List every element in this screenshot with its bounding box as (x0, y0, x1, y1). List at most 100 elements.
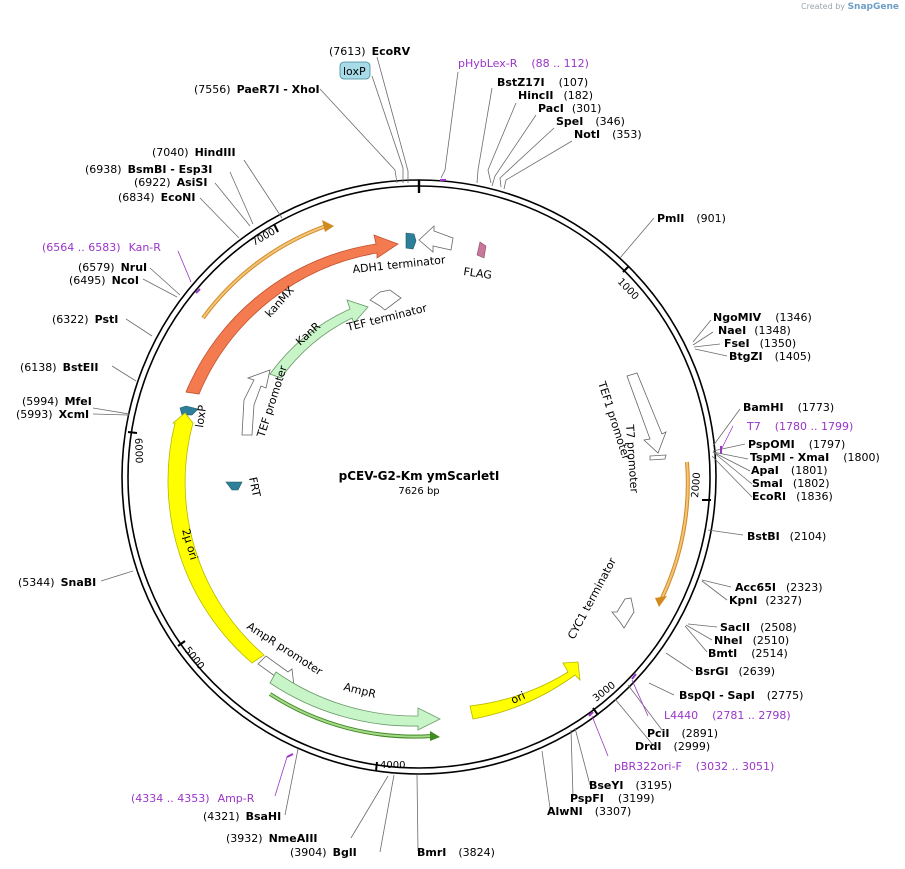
plasmid-length: 7626 bp (398, 486, 439, 497)
site-bsteii: (6138)BstEII (20, 361, 98, 374)
site-sacii: SacII(2508) (720, 621, 797, 634)
primer-phyblex-r-name: pHybLex-R (458, 57, 518, 70)
t7-promoter-arrow (649, 454, 667, 461)
credit-prefix: Created by (801, 2, 846, 11)
site-spei: SpeI(346) (556, 115, 625, 128)
loxp-inner-marker (179, 405, 199, 416)
frt-label: FRT (246, 476, 263, 498)
site-bmti-pos: (2514) (751, 647, 788, 660)
site-bmti: BmtI(2514) (708, 647, 788, 660)
site-nmeaiii: (3932)NmeAIII (226, 832, 318, 845)
primer-t7: T7 (1780 .. 1799) (746, 420, 853, 433)
flag-label: FLAG (463, 265, 493, 282)
cyc1-terminator-arrow (611, 597, 635, 629)
primer-kan-r: (6564 .. 6583)Kan-R (42, 241, 161, 254)
site-snabi: (5344)SnaBI (18, 576, 96, 589)
site-tspmi-name: TspMI - XmaI (750, 451, 829, 464)
site-paci-pos: (301) (572, 102, 602, 115)
site-bamhi: BamHI (1773) (743, 401, 834, 414)
site-tspmi-pos: (1800) (843, 451, 880, 464)
site-bstz17i: BstZ17I(107) (497, 76, 588, 89)
site-apai-name: ApaI (751, 464, 779, 477)
tef1-promoter-arrow (626, 372, 667, 454)
site-bgli-name: BglI (333, 846, 357, 859)
site-btgzi-pos: (1405) (775, 350, 812, 363)
site-nrui-pos: (6579) (78, 261, 115, 274)
loxp-top-box: loxP (339, 61, 371, 80)
primer-phyblex-r: pHybLex-R(88 .. 112) (458, 57, 589, 70)
site-bgli-pos: (3904) (290, 846, 327, 859)
site-nrui-name: NruI (121, 261, 148, 274)
site-econi-name: EcoNI (161, 191, 196, 204)
site-hindiii-pos: (7040) (152, 146, 189, 159)
site-asisi: (6922)AsiSI (134, 176, 207, 189)
site-btgzi-name: BtgZI (729, 350, 763, 363)
site-bsrgi: BsrGI(2639) (695, 665, 775, 678)
site-ncoi: (6495)NcoI (69, 274, 139, 287)
kanmx-arrow (185, 234, 399, 395)
ampr-label: AmpR (342, 680, 377, 701)
orange-line-right-inner (660, 461, 689, 601)
site-bamhi-name: BamHI (743, 401, 784, 414)
primer-amp-r-name: Amp-R (218, 792, 255, 805)
site-ecorv-name: EcoRV (372, 45, 411, 58)
site-pmli-pos: (901) (696, 212, 726, 225)
site-xcmi: (5993)XcmI (16, 408, 89, 421)
site-kpni: KpnI(2327) (729, 594, 802, 607)
site-pcii-pos: (2891) (681, 727, 718, 740)
site-pmli: PmlI (901) (657, 212, 726, 225)
site-bamhi-pos: (1773) (798, 401, 835, 414)
site-bmri: BmrI(3824) (417, 846, 495, 859)
site-ecorv: (7613) EcoRV (329, 45, 411, 58)
primer-l4440-range: (2781 .. 2798) (712, 709, 791, 722)
tick-2000: 2000 (690, 472, 711, 501)
tick-label-4000: 4000 (380, 760, 405, 771)
site-ecorv-pos: (7613) (329, 45, 366, 58)
site-drdi-pos: (2999) (674, 740, 711, 753)
loxp-top-marker (405, 232, 417, 250)
site-paci: PacI(301) (538, 102, 601, 115)
site-bspqi-name: BspQI - SapI (679, 689, 755, 702)
site-bseyi-pos: (3195) (635, 779, 672, 792)
site-alwni: AlwNI(3307) (547, 805, 631, 818)
ori-arrow (469, 661, 581, 720)
tick-6000: 6000 (127, 431, 144, 464)
site-apai-pos: (1801) (791, 464, 828, 477)
site-pmli-name: PmlI (657, 212, 684, 225)
site-fsei-name: FseI (724, 337, 750, 350)
site-nmeaiii-pos: (3932) (226, 832, 263, 845)
site-paer7i: (7556)PaeR7I - XhoI (194, 83, 320, 96)
site-ecori: EcoRI(1836) (752, 490, 833, 503)
site-alwni-name: AlwNI (547, 805, 583, 818)
site-bstbi-name: BstBI (747, 530, 780, 543)
primer-pbr322ori-f-name: pBR322ori-F (614, 760, 682, 773)
ampr-arrow (269, 671, 441, 731)
site-ncoi-name: NcoI (112, 274, 139, 287)
primer-mark-l4440 (631, 673, 637, 680)
kanr-arrow (269, 299, 369, 379)
primer-t7-range: (1780 .. 1799) (775, 420, 854, 433)
site-bsrgi-pos: (2639) (738, 665, 775, 678)
site-naei-pos: (1348) (754, 324, 791, 337)
site-sacii-name: SacII (720, 621, 750, 634)
site-bsmbi: (6938)BsmBI - Esp3I (85, 163, 212, 176)
site-drdi: DrdI(2999) (635, 740, 710, 753)
site-bseyi: BseYI (3195) (589, 779, 672, 792)
site-bseyi-name: BseYI (589, 779, 623, 792)
site-asisi-name: AsiSI (177, 176, 208, 189)
green-line-ampr-arrowhead (430, 731, 440, 741)
site-bmri-name: BmrI (417, 846, 446, 859)
tick-label-2000: 2000 (690, 472, 703, 498)
site-paer7i-name: PaeR7I - XhoI (237, 83, 320, 96)
primer-t7-name: T7 (746, 420, 761, 433)
site-nhei-pos: (2510) (753, 634, 790, 647)
orange-line-right-arrowhead (655, 596, 667, 607)
primer-l4440: L4440(2781 .. 2798) (664, 709, 791, 722)
site-bgli: (3904) BglI (290, 846, 357, 859)
site-pcii-name: PciI (647, 727, 669, 740)
site-nhei: NheI(2510) (714, 634, 789, 647)
site-fsei-pos: (1350) (760, 337, 797, 350)
site-acc65i: Acc65I(2323) (735, 581, 823, 594)
adh1-terminator-label: ADH1 terminator (352, 253, 447, 276)
